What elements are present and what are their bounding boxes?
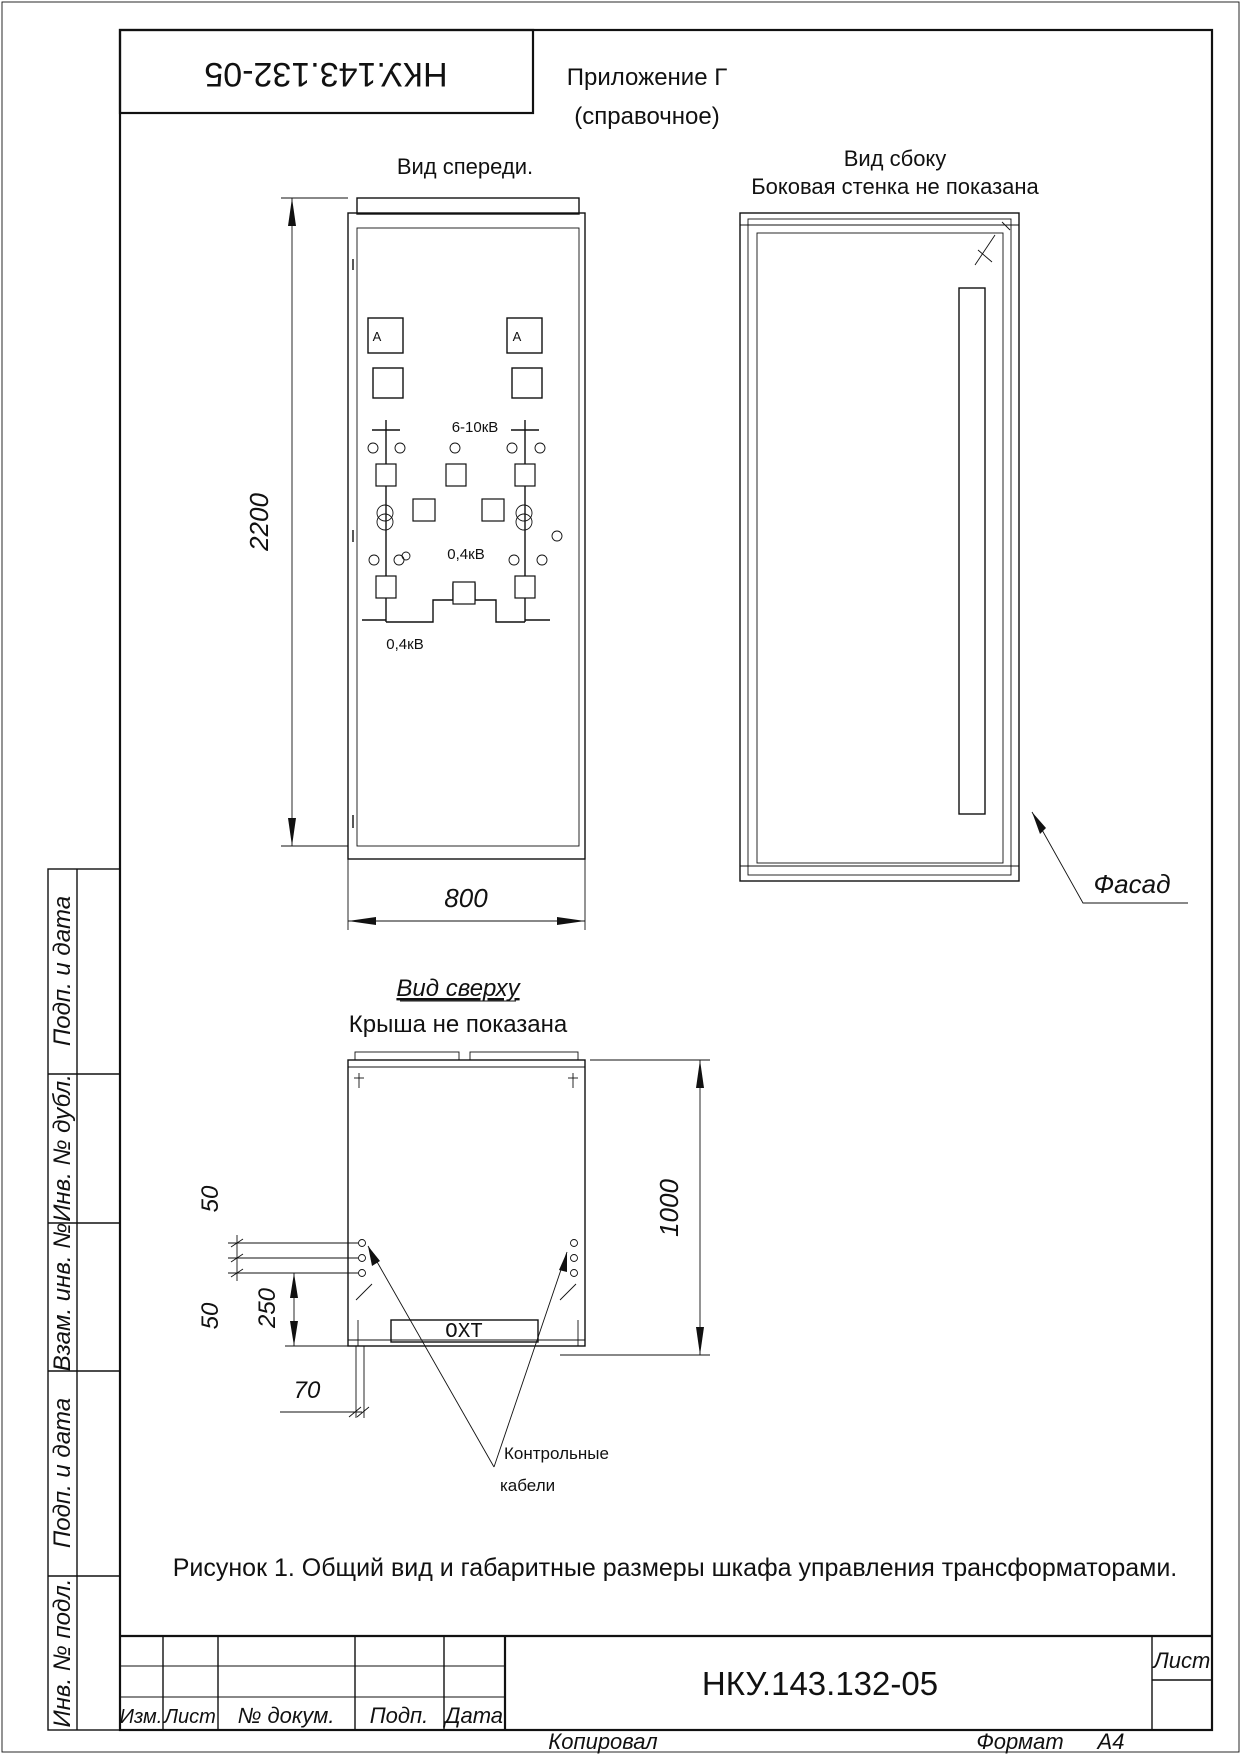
meter-left-label: А [373,329,382,344]
side-view-subtitle: Боковая стенка не показана [751,174,1039,199]
title-block-code: НКУ.143.132-05 [702,1665,938,1702]
meter-right-label: А [513,329,522,344]
dim-70: 70 [294,1377,321,1404]
top-view-subtitle: Крыша не показана [349,1011,568,1038]
label-6-10kv: 6-10кВ [452,419,499,436]
col-list: Лист [162,1706,216,1728]
top-view-title: Вид сверху [396,975,521,1002]
stamp-podp-data-1: Подп. и дата [49,896,76,1046]
appendix-title: Приложение Г [567,64,727,91]
footer-format-label: Формат [976,1729,1063,1754]
stamp-inv-podl: Инв. № подл. [49,1579,76,1728]
top-code-box: НКУ.143.132-05 [118,28,535,115]
dim-50-upper: 50 [197,1185,224,1212]
stamp-inv-dubl: Инв. № дубл. [49,1074,76,1222]
figure-caption: Рисунок 1. Общий вид и габаритные размер… [173,1554,1178,1582]
top-view-cabinet [347,1051,586,1347]
facade-leader [1031,811,1188,904]
footer-format-value: А4 [1096,1729,1125,1754]
col-izm: Изм. [120,1706,163,1728]
title-block [120,1634,1212,1730]
cables-label-line1: Контрольные [504,1444,609,1463]
dim-250: 250 [254,1287,281,1329]
title-block-sheet-label: Лист [1152,1648,1211,1673]
label-04kv-center: 0,4кВ [447,546,484,563]
col-data: Дата [442,1703,503,1728]
dim-800: 800 [444,883,488,913]
appendix-subtitle: (справочное) [574,103,719,130]
oxt-label: ОХТ [445,1321,483,1344]
side-stamp [47,868,121,1731]
stamp-podp-data-2: Подп. и дата [49,1398,76,1548]
top-dim-depth [560,1059,710,1356]
label-04kv-bottom: 0,4кВ [386,636,423,653]
side-view-cabinet [739,212,1020,882]
footer-copied: Копировал [548,1729,657,1754]
front-dim-width [347,859,586,930]
dim-1000: 1000 [654,1179,684,1237]
facade-label: Фасад [1094,869,1171,899]
drawing-frame [118,28,1214,1732]
front-dim-height [281,197,348,847]
front-view-title: Вид спереди. [397,154,533,179]
dim-50-lower: 50 [197,1302,224,1329]
top-dim-left [228,1235,370,1418]
dim-2200: 2200 [244,493,274,552]
col-podp: Подп. [370,1703,429,1728]
col-doc: № докум. [238,1703,335,1728]
top-code-text: НКУ.143.132-05 [204,55,447,93]
control-cables-leader [355,1245,577,1468]
stamp-vzam-inv: Взам. инв. № [49,1223,76,1371]
front-view-cabinet [347,197,586,860]
side-view-title: Вид сбоку [844,146,947,171]
cables-label-line2: кабели [500,1476,555,1495]
